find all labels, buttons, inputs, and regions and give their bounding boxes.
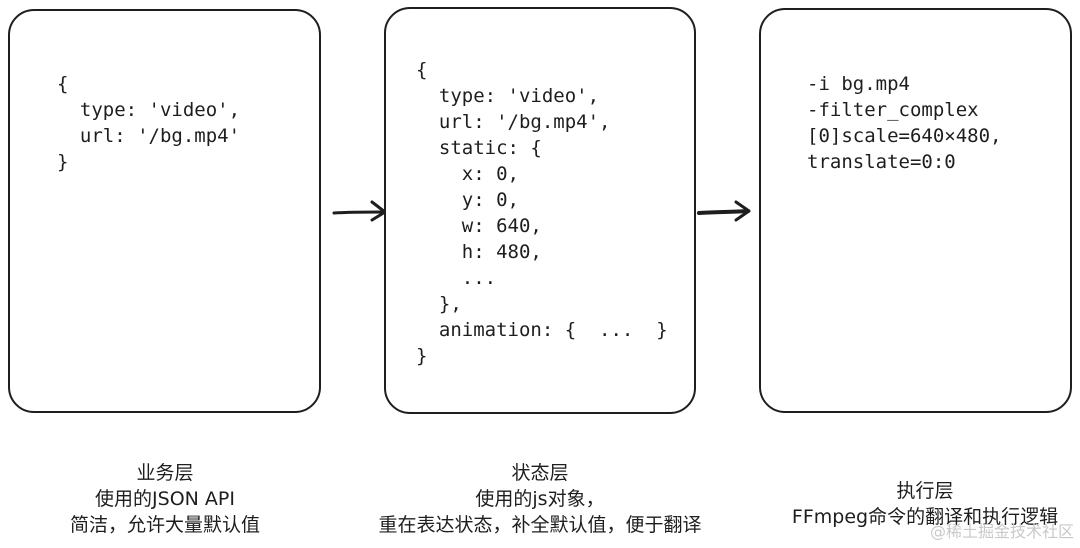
caption-line: 重在表达状态，补全默认值，便于翻译 xyxy=(378,514,702,536)
state-layer-code: { type: 'video', url: '/bg.mp4', static:… xyxy=(416,59,668,367)
caption-line: 简洁，允许大量默认值 xyxy=(69,514,260,536)
arrow-right-icon xyxy=(697,200,751,222)
caption-line: FFmpeg命令的翻译和执行逻辑 xyxy=(791,506,1059,528)
business-layer-code: { type: 'video', url: '/bg.mp4' } xyxy=(57,73,241,173)
business-layer-caption: 业务层 使用的JSON API 简洁，允许大量默认值 xyxy=(35,460,295,538)
caption-title: 状态层 xyxy=(511,462,569,484)
state-layer-box: { type: 'video', url: '/bg.mp4', static:… xyxy=(384,7,696,414)
state-layer-caption: 状态层 使用的js对象， 重在表达状态，补全默认值，便于翻译 xyxy=(355,460,725,538)
execution-layer-code: -i bg.mp4 -filter_complex [0]scale=640×4… xyxy=(807,73,1002,173)
caption-line: 使用的JSON API xyxy=(95,488,235,510)
business-layer-box: { type: 'video', url: '/bg.mp4' } xyxy=(8,9,321,413)
caption-title: 执行层 xyxy=(896,480,954,502)
caption-title: 业务层 xyxy=(136,462,194,484)
caption-line: 使用的js对象， xyxy=(475,488,605,510)
arrow-right-icon xyxy=(332,200,387,222)
watermark: @稀土掘金技术社区 xyxy=(929,522,1074,541)
execution-layer-caption: 执行层 FFmpeg命令的翻译和执行逻辑 xyxy=(760,478,1080,530)
execution-layer-box: -i bg.mp4 -filter_complex [0]scale=640×4… xyxy=(759,8,1072,413)
